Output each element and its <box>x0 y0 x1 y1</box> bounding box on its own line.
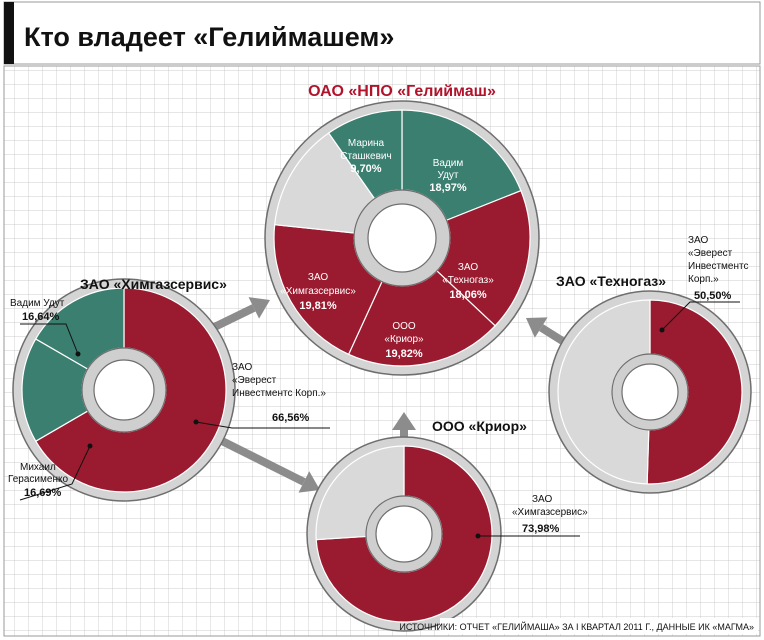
leader-lines <box>19 301 740 539</box>
arrow-krior-npo-head <box>392 412 416 430</box>
svg-text:73,98%: 73,98% <box>522 523 560 535</box>
leader-himgaz-udut <box>20 323 79 355</box>
leader-himgaz-gerasimenko <box>19 445 91 501</box>
svg-text:ООО: ООО <box>392 321 416 332</box>
source-note: ИСТОЧНИКИ: ОТЧЕТ «ГЕЛИЙМАША» ЗА I КВАРТА… <box>399 621 754 632</box>
donut-technogaz <box>548 290 752 494</box>
leader-krior-himgaz-dot <box>475 533 481 539</box>
leader-himgaz-everest <box>195 421 330 429</box>
svg-text:16,64%: 16,64% <box>22 311 60 323</box>
svg-text:ЗАО: ЗАО <box>458 262 478 273</box>
svg-text:Михаил: Михаил <box>20 462 56 473</box>
source-bg <box>440 618 758 634</box>
svg-text:18,06%: 18,06% <box>449 289 487 301</box>
svg-text:«Химгазсервис»: «Химгазсервис» <box>280 286 356 297</box>
title-krior: ООО «Криор» <box>432 418 527 434</box>
arrow-technogaz-npo-head <box>526 317 548 338</box>
donut-npo <box>264 100 540 376</box>
leader-himgaz-everest-dot <box>193 419 199 425</box>
title-technogaz: ЗАО «Техногаз» <box>556 273 666 289</box>
svg-text:Удут: Удут <box>438 170 459 181</box>
svg-text:ЗАО: ЗАО <box>688 235 708 246</box>
label-npo-stashkevich: Марина Сташкевич 9,70% <box>340 138 391 175</box>
label-technogaz-everest: ЗАО «Эверест Инвестментс Корп.» 50,50% <box>688 235 748 302</box>
leader-himgaz-udut-dot <box>75 351 81 357</box>
title-himgaz: ЗАО «Химгазсервис» <box>80 276 227 292</box>
label-npo-udut: Вадим Удут 18,97% <box>429 158 467 194</box>
svg-text:50,50%: 50,50% <box>694 290 732 302</box>
leader-himgaz-gerasimenko-dot <box>87 443 93 449</box>
leader-technogaz-everest <box>661 301 740 331</box>
svg-text:ЗАО: ЗАО <box>532 494 552 505</box>
svg-text:Марина: Марина <box>348 138 385 149</box>
svg-text:ЗАО: ЗАО <box>232 362 252 373</box>
arrow-himgaz-npo-head <box>248 297 270 319</box>
donut-krior <box>306 436 502 632</box>
arrow-himgaz-krior-shaft <box>214 434 306 486</box>
svg-text:«Техногаз»: «Техногаз» <box>442 275 494 286</box>
title-npo: ОАО «НПО «Гелиймаш» <box>308 83 496 100</box>
svg-text:Герасименко: Герасименко <box>8 474 68 485</box>
label-himgaz-gerasimenko: Михаил Герасименко 16,69% <box>8 462 68 499</box>
svg-text:19,82%: 19,82% <box>385 348 423 360</box>
label-npo-krior: ООО «Криор» 19,82% <box>384 321 424 360</box>
leader-technogaz-everest-dot <box>659 327 665 333</box>
svg-text:Корп.»: Корп.» <box>688 274 719 285</box>
donut-hole <box>367 203 437 273</box>
label-npo-himgaz: ЗАО «Химгазсервис» 19,81% <box>280 272 356 312</box>
label-himgaz-everest: ЗАО «Эверест Инвестментс Корп.» 66,56% <box>232 362 326 424</box>
svg-text:16,69%: 16,69% <box>24 487 62 499</box>
donut-hole <box>93 359 155 421</box>
title-accent <box>4 2 14 64</box>
donut-himgaz <box>12 278 236 502</box>
label-krior-himgaz: ЗАО «Химгазсервис» 73,98% <box>512 494 588 535</box>
arrow-himgaz-krior-head <box>298 471 320 493</box>
svg-text:ЗАО: ЗАО <box>308 272 328 283</box>
svg-text:«Химгазсервис»: «Химгазсервис» <box>512 507 588 518</box>
svg-text:Вадим Удут: Вадим Удут <box>10 298 65 309</box>
page-title: Кто владеет «Гелиймашем» <box>24 22 394 52</box>
svg-text:Сташкевич: Сташкевич <box>340 151 391 162</box>
label-himgaz-udut: Вадим Удут 16,64% <box>10 298 65 323</box>
svg-text:19,81%: 19,81% <box>299 300 337 312</box>
label-npo-technogaz: ЗАО «Техногаз» 18,06% <box>442 262 494 301</box>
title-bar <box>3 1 761 65</box>
svg-text:«Эверест: «Эверест <box>688 248 733 259</box>
svg-text:9,70%: 9,70% <box>350 163 381 175</box>
svg-text:«Криор»: «Криор» <box>384 334 424 345</box>
svg-text:Инвестментс: Инвестментс <box>688 261 748 272</box>
svg-text:66,56%: 66,56% <box>272 412 310 424</box>
svg-text:Инвестментс Корп.»: Инвестментс Корп.» <box>232 388 326 399</box>
svg-text:Вадим: Вадим <box>433 158 464 169</box>
donut-hole <box>621 363 679 421</box>
svg-text:«Эверест: «Эверест <box>232 375 277 386</box>
svg-text:18,97%: 18,97% <box>429 182 467 194</box>
donut-hole <box>375 505 433 563</box>
